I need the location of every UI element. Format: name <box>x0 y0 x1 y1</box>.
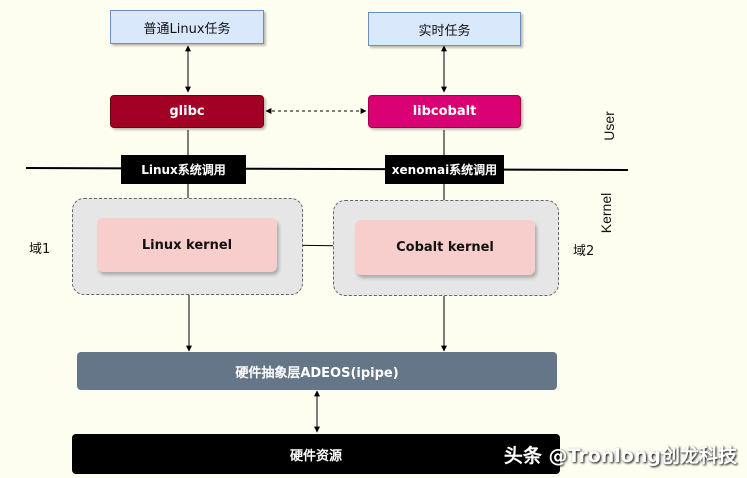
xenomai-syscall-box: xenomai系统调用 <box>385 155 504 184</box>
glibc-label: glibc <box>169 104 205 119</box>
domain-1-label: 域1 <box>29 242 51 257</box>
user-kernel-boundary <box>25 167 629 171</box>
libcobalt-box: libcobalt <box>368 95 521 128</box>
realtime-task-label: 实时任务 <box>418 23 471 39</box>
glibc-box: glibc <box>110 95 264 128</box>
cobalt-kernel-box: Cobalt kernel <box>355 220 535 275</box>
linux-syscall-box: Linux系统调用 <box>121 155 246 184</box>
linux-kernel-box: Linux kernel <box>97 218 277 272</box>
adeos-layer-label: 硬件抽象层ADEOS(ipipe) <box>235 365 399 381</box>
linux-kernel-label: Linux kernel <box>141 237 233 253</box>
hardware-box: 硬件资源 <box>72 434 560 474</box>
kernel-side-label: Kernel <box>598 192 615 234</box>
realtime-task-box: 实时任务 <box>368 12 521 46</box>
libcobalt-label: libcobalt <box>412 104 477 119</box>
watermark: 头条 @Tronlong创龙科技 <box>503 445 737 467</box>
linux-task-box: 普通Linux任务 <box>110 10 264 44</box>
user-side-label: User <box>600 111 617 141</box>
adeos-layer-box: 硬件抽象层ADEOS(ipipe) <box>77 352 557 390</box>
linux-syscall-label: Linux系统调用 <box>141 163 226 177</box>
hardware-label: 硬件资源 <box>289 448 342 464</box>
linux-task-label: 普通Linux任务 <box>143 21 231 37</box>
xenomai-syscall-label: xenomai系统调用 <box>391 163 498 177</box>
cobalt-kernel-label: Cobalt kernel <box>396 240 494 255</box>
domain-2-label: 域2 <box>573 244 595 259</box>
